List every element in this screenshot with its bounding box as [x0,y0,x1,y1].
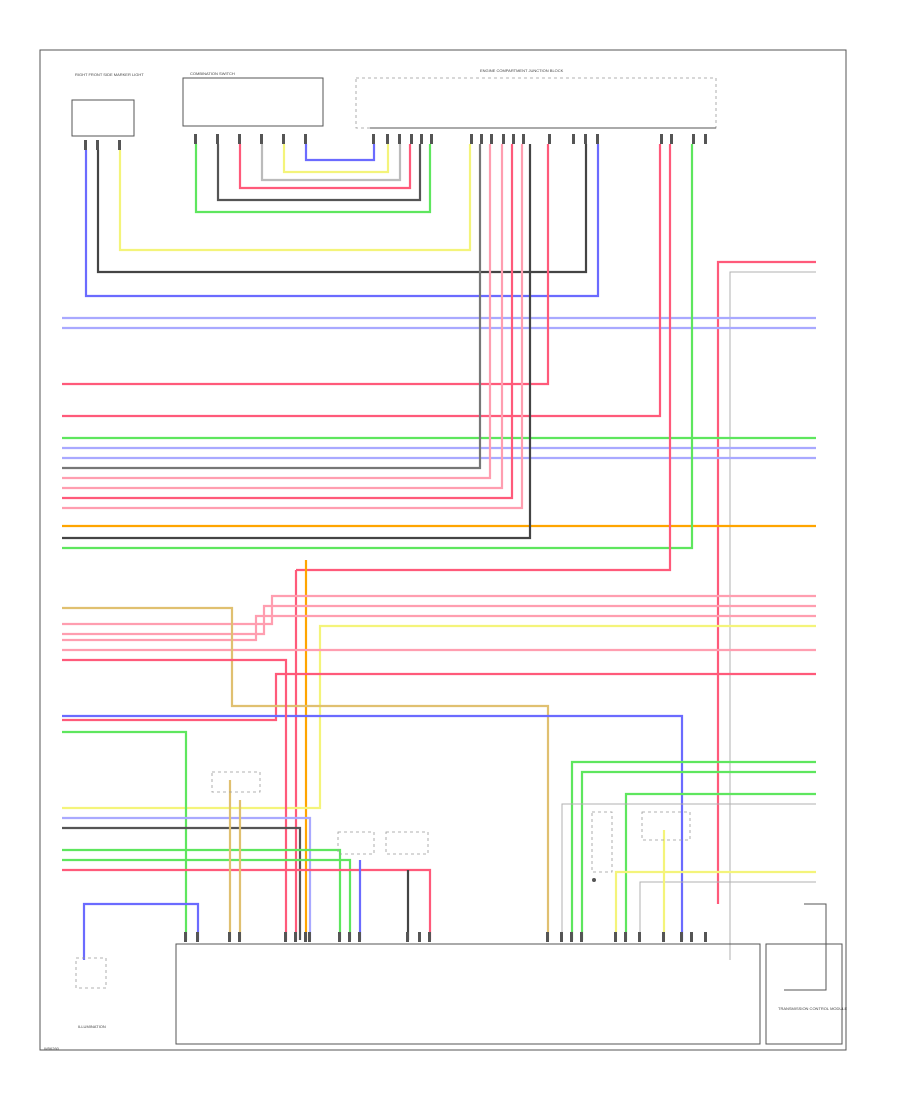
bottom-connector [75,943,843,1045]
footer-code: W56260 [44,1046,60,1051]
top-connector-pins [84,134,707,150]
lower-left-wires [62,780,432,960]
combination-switch-label: COMBINATION SWITCH [190,71,235,76]
lower-right-wires [561,760,816,940]
tcm-block: TRANSMISSION CONTROL MODULE [778,903,848,1011]
junction-block-label: ENGINE COMPARTMENT JUNCTION BLOCK [480,68,564,73]
top-wires [84,144,600,298]
middle-wires [62,594,816,940]
tcm-label: TRANSMISSION CONTROL MODULE [778,1006,848,1011]
small-components [211,771,691,882]
junction-block: ENGINE COMPARTMENT JUNCTION BLOCK [355,68,717,129]
right-front-side-marker-block: RIGHT FRONT SIDE MARKER LIGHT [71,72,144,137]
bottom-pins [184,932,707,942]
bus-wires [62,144,816,960]
illumination-label: ILLUMINATION [78,1024,106,1029]
diagram-frame [39,49,847,1051]
right-front-side-marker-label: RIGHT FRONT SIDE MARKER LIGHT [75,72,144,77]
combination-switch-block: COMBINATION SWITCH [182,71,324,127]
